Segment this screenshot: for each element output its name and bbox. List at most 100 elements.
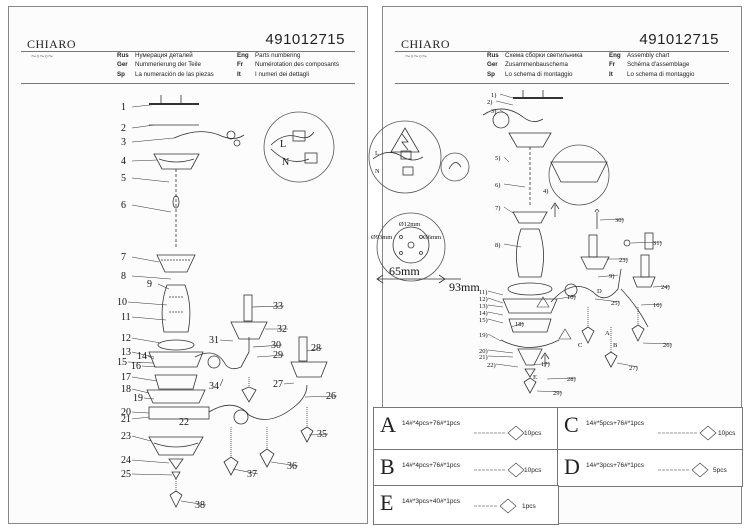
part-number-37: 37 [247, 469, 257, 480]
step-number-25-leader [594, 298, 621, 303]
brand-logo: CHIARO [27, 37, 77, 51]
part-number-33-leader [251, 305, 285, 308]
step-number-5: 5) [495, 155, 500, 162]
header-divider [21, 51, 355, 52]
part-number-9-leader [157, 283, 170, 290]
part-number-19-leader [143, 397, 155, 400]
step-number-28: 28) [567, 376, 576, 383]
step-number-9: 9) [609, 273, 614, 280]
step-number-10: 10) [567, 294, 576, 301]
part-number-24-leader [131, 459, 170, 464]
part-number-36: 36 [287, 461, 297, 472]
step-number-14-leader [487, 311, 504, 316]
part-number-17: 17 [121, 372, 131, 383]
crystal-box-letter: C [564, 412, 579, 437]
step-number-18-leader [510, 322, 525, 328]
part-number-24: 24 [121, 455, 131, 466]
part-number-2-leader [131, 124, 155, 129]
part-number-34-leader [219, 378, 224, 387]
brand-ornament-icon: ~◦~◦~ [31, 51, 54, 61]
part-number-18-leader [131, 388, 150, 394]
step-number-14: 14) [479, 310, 488, 317]
part-number-23: 23 [121, 431, 131, 442]
step-number-27: 27) [629, 365, 638, 372]
part-number-15-leader [127, 361, 155, 364]
step-number-18: 18) [515, 321, 524, 328]
model-number: 491012715 [265, 31, 345, 48]
step-number-21-leader [487, 355, 514, 358]
part-number-28: 28 [311, 343, 321, 354]
wire-label-l: L [375, 150, 379, 157]
part-number-25-leader [131, 473, 173, 476]
step-number-15-leader [487, 318, 504, 324]
part-number-4: 4 [121, 156, 126, 167]
part-number-11: 11 [121, 312, 131, 323]
step-number-12: 12) [479, 296, 488, 303]
part-number-35-leader [308, 433, 329, 436]
step-number-17-leader [532, 362, 551, 366]
step-number-5-leader [503, 156, 510, 163]
part-number-12-leader [131, 337, 162, 344]
part-number-22: 22 [179, 417, 189, 428]
step-number-3: 3) [491, 108, 496, 115]
part-number-29-leader [256, 354, 285, 358]
header-divider [395, 51, 729, 52]
step-number-25: 25) [611, 300, 620, 307]
crystal-box-qty: 10pcs [524, 430, 542, 437]
part-number-26: 26 [326, 391, 336, 402]
part-number-13: 13 [121, 347, 131, 358]
step-number-30-leader [599, 218, 625, 221]
crystal-box-spec: 14#*4pcs+76#*1pcs [402, 420, 461, 427]
model-number: 491012715 [639, 31, 719, 48]
part-number-21-leader [131, 416, 150, 420]
part-number-6: 6 [121, 200, 126, 211]
crystal-box-letter: B [380, 454, 395, 479]
step-number-26: 26) [663, 342, 672, 349]
step-number-6: 6) [495, 182, 500, 189]
crystal-box-c: C 14#*5pcs+76#*1pcs 10pcs [557, 407, 743, 451]
part-number-38-leader [180, 500, 207, 506]
part-number-27-leader [283, 382, 295, 385]
step-number-22: 22) [487, 362, 496, 369]
part-number-11-leader [131, 316, 167, 321]
crystal-box-spec: 14#*3pcs+76#*1pcs [586, 462, 645, 469]
part-number-13-leader [131, 351, 155, 358]
step-number-20-leader [487, 349, 514, 354]
step-number-8: 8) [495, 242, 500, 249]
part-number-6-leader [131, 204, 172, 213]
part-number-14: 14 [137, 351, 147, 362]
crystal-box-spec: 14#*5pcs+76#*1pcs [586, 420, 645, 427]
crystal-box-qty: 1pcs [522, 503, 536, 510]
part-number-31-leader [219, 339, 234, 342]
part-number-7: 7 [121, 252, 126, 263]
crystal-box-d: D 14#*3pcs+76#*1pcs 5pcs [557, 449, 743, 487]
part-number-19: 19 [133, 393, 143, 404]
part-number-10-leader [127, 301, 168, 306]
dimension-plate: Ø93mm [371, 234, 392, 241]
part-number-27: 27 [273, 379, 283, 390]
wire-label-n: N [282, 157, 289, 168]
step-number-4: 4) [543, 188, 548, 195]
part-number-29: 29 [273, 350, 283, 361]
brand-logo: CHIARO [401, 37, 451, 51]
step-number-31: 31) [653, 240, 662, 247]
part-number-30: 30 [271, 340, 281, 351]
step-number-16-leader [640, 303, 663, 306]
part-number-5-leader [131, 177, 170, 183]
part-number-5: 5 [121, 173, 126, 184]
step-number-24: 24) [661, 284, 670, 291]
step-number-27-leader [616, 362, 639, 368]
crystal-box-letter: A [380, 412, 396, 437]
part-number-1-leader [131, 103, 160, 108]
part-number-2: 2 [121, 123, 126, 134]
legend-divider [21, 83, 355, 84]
step-number-15: 15) [479, 317, 488, 324]
part-number-38: 38 [195, 500, 205, 511]
step-number-21: 21) [479, 354, 488, 361]
part-number-10: 10 [117, 297, 127, 308]
